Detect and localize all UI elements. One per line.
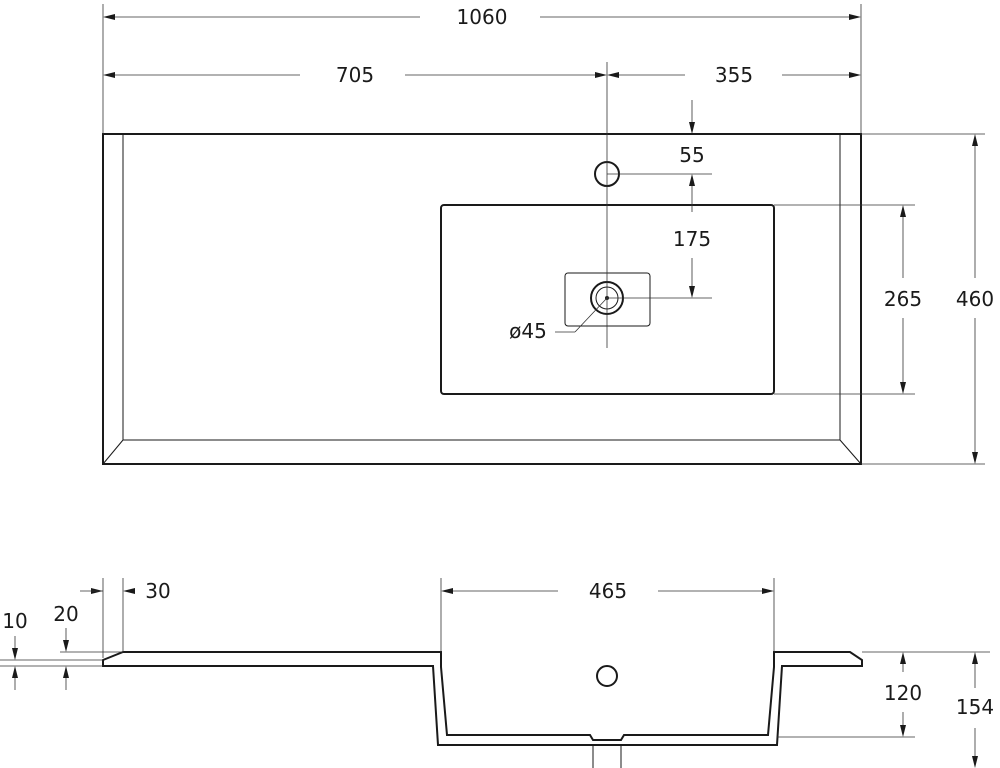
slab-outline — [102, 133, 862, 465]
arrow — [900, 652, 906, 664]
dim-154: 154 — [956, 695, 994, 719]
dim-30: 30 — [145, 579, 170, 603]
top-view: 1060 705 355 55 175 265 — [102, 4, 994, 465]
dim-705: 705 — [336, 63, 374, 87]
arrow — [972, 134, 978, 146]
dim-diameter-45: ø45 — [509, 319, 547, 343]
dim-10: 10 — [2, 609, 27, 633]
arrow — [63, 640, 69, 652]
arrow — [849, 72, 861, 78]
dim-55: 55 — [679, 143, 704, 167]
arrow — [103, 14, 115, 20]
arrow — [849, 14, 861, 20]
arrow — [63, 666, 69, 678]
dim-120: 120 — [884, 681, 922, 705]
side-tap-hole — [596, 665, 618, 687]
dim-1060: 1060 — [457, 5, 508, 29]
arrow — [595, 72, 607, 78]
arrow — [607, 72, 619, 78]
arrow — [762, 588, 774, 594]
drain-plate — [564, 272, 651, 327]
side-drain-stub — [592, 745, 622, 768]
bevel-corner-left — [102, 439, 124, 465]
leader-drain — [574, 297, 608, 333]
arrow — [972, 652, 978, 664]
arrow — [972, 452, 978, 464]
arrow — [441, 588, 453, 594]
arrow — [900, 205, 906, 217]
arrow — [972, 756, 978, 768]
arrow — [689, 122, 695, 134]
dim-265: 265 — [884, 287, 922, 311]
dim-20: 20 — [53, 602, 78, 626]
dim-355: 355 — [715, 63, 753, 87]
arrow — [123, 588, 135, 594]
arrow — [12, 666, 18, 678]
dim-460: 460 — [956, 287, 994, 311]
arrow — [103, 72, 115, 78]
arrow — [900, 725, 906, 737]
dim-175: 175 — [673, 227, 711, 251]
side-profile — [102, 651, 863, 746]
arrow — [689, 174, 695, 186]
arrow — [689, 286, 695, 298]
slab-bevel — [122, 134, 841, 441]
bevel-corner-right — [839, 439, 862, 465]
bowl-outline — [440, 204, 775, 395]
arrow — [12, 648, 18, 660]
side-view: 30 465 20 10 120 154 — [0, 578, 994, 768]
arrow — [900, 382, 906, 394]
dim-465: 465 — [589, 579, 627, 603]
